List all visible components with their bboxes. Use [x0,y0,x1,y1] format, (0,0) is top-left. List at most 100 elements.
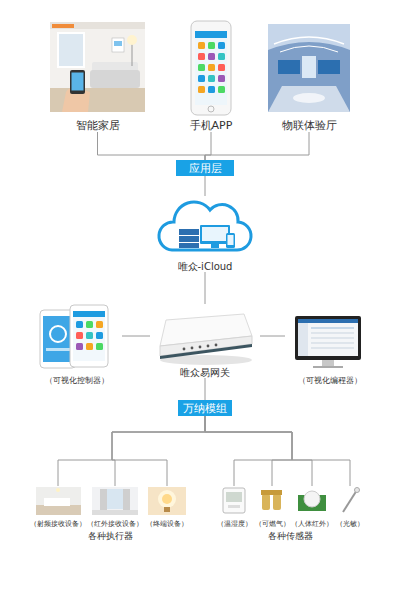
phone-app-photo-part [198,42,205,49]
phone-app-photo-part [191,21,231,115]
ir-receiver-photo [92,487,138,515]
terminal-lamp-photo-part [158,490,176,508]
caption-row: （射频接收设备） [33,521,83,528]
experience-hall-photo-part [268,86,350,112]
caption-row: 唯众易网关 [150,367,260,378]
connector-line [122,336,150,337]
caption-row: （光敏） [334,521,366,528]
controller-phones-part [46,348,70,351]
smart-home-photo-part [70,70,85,94]
terminal-lamp-photo-part [164,507,170,512]
phone-app-photo-part [198,86,205,93]
programmer-node: （可视化编程器） [285,304,375,386]
experience-hall-photo-part [302,56,316,78]
programmer-monitor-part [313,366,343,368]
light-sensor-part [355,488,360,493]
phone-app-photo-part [208,64,215,71]
smart-home-node: 智能家居 [50,22,145,132]
caption-text: 唯众易网关 [180,367,230,378]
controller-phones-part [73,311,105,361]
gateway-device-part [183,348,186,351]
caption-text: （终端设备） [146,521,188,528]
temp-humidity-sensor-part [228,505,240,508]
light-sensor [343,488,360,513]
controller-phones-part [76,332,83,339]
executor-node: （终端设备） [146,486,188,528]
controller-phones [40,305,108,368]
caption-text: 唯众-iCloud [178,261,233,272]
smart-home-photo [50,22,145,112]
controller-phones-part [96,321,103,328]
smart-home-photo-part [50,88,145,112]
rf-receiver-photo [36,487,81,515]
ir-receiver-photo-part [123,489,130,513]
phone-app-photo-part [198,64,205,71]
programmer-monitor-part [298,319,358,356]
caption-row: 物联体验厅 [266,120,352,132]
smart-home-photo-part [52,24,74,28]
connector-line [205,416,350,486]
phone-app-photo-part [218,75,225,82]
experience-hall-photo-part [280,46,338,52]
caption-row: （红外接收设备） [90,521,140,528]
experience-hall-photo-part [268,24,350,112]
phone-app-photo-part [208,106,214,112]
controller-phones-part [50,326,66,342]
phone-app-photo [191,21,231,115]
phone-app-photo-part [195,31,227,105]
phone-app-photo-part [208,42,215,49]
temp-humidity-sensor-part [223,488,245,513]
sensor-node: （人体红外） [292,486,332,528]
caption-row: 手机APP [176,120,246,132]
gas-sensor-part [262,494,270,510]
phone-app-node: 手机APP [176,20,246,132]
pir-sensor [298,491,326,511]
experience-hall-photo [268,24,350,112]
executor-node: （射频接收设备） [33,486,83,528]
smart-home-photo-part [114,41,122,46]
controller-phones-part [96,343,103,350]
phone-app-photo-part [218,42,225,49]
caption-row: （终端设备） [146,521,188,528]
smart-home-photo-part [90,70,140,88]
programmer-monitor-part [295,316,361,360]
gateway-device-part [207,345,210,348]
caption-text: （温湿度） [217,521,252,528]
caption-row: （可视化控制器） [32,377,122,386]
connector-line [205,176,206,196]
cloud-node: 唯众-iCloud [150,196,260,272]
connector-line [98,132,206,160]
caption-row: （可视化编程器） [285,377,375,386]
caption-text: （可视化控制器） [45,377,109,386]
phone-app-photo-part [218,53,225,60]
connector-line [205,416,292,486]
programmer-monitor-part [298,323,308,356]
cloud-icon-part [179,243,199,248]
controller-node: （可视化控制器） [32,304,122,386]
band-label: 应用层 [189,163,222,174]
phone-app-photo-part [218,64,225,71]
controller-phones-part [96,332,103,339]
rf-receiver-photo-part [36,487,81,515]
programmer-monitor-part [311,328,354,329]
connector-line [205,132,309,160]
caption-row: （人体红外） [292,521,332,528]
connector-line [58,416,205,486]
controller-phones-part [86,343,93,350]
group-label: 各种传感器 [255,531,325,542]
controller-phones-part [86,332,93,339]
gas-sensor [261,490,282,510]
programmer-monitor [295,316,361,368]
connector-line [205,416,312,486]
executor-node: （红外接收设备） [90,486,140,528]
cloud-icon-part [226,233,235,248]
phone-app-photo-part [208,53,215,60]
band-label: 万纳模组 [183,403,227,414]
module-band: 万纳模组 [178,400,232,416]
connector-line [205,132,211,160]
caption-text: （人体红外） [291,521,333,528]
gateway-device-part [215,344,218,347]
experience-hall-photo-part [318,60,340,74]
programmer-monitor-part [298,319,358,323]
